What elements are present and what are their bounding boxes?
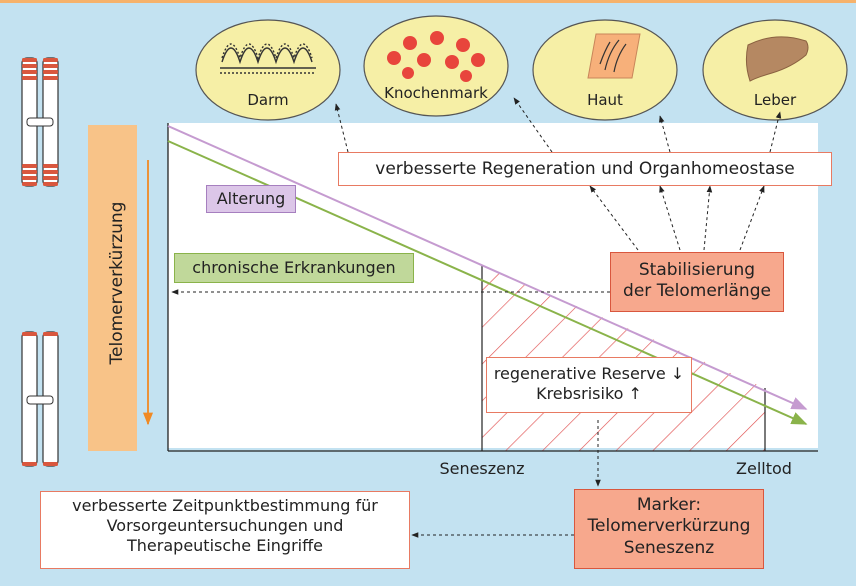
chronic-text: chronische Erkrankungen: [192, 258, 396, 277]
telomer-axis-bar: [88, 125, 137, 451]
marker-line-3: Seneszenz: [623, 537, 715, 558]
skin-hair-icon: [587, 33, 641, 79]
reserve-line-1: regenerative Reserve ↓: [493, 364, 685, 383]
chromosome-long-telomeres-icon: [21, 57, 59, 187]
reserve-box: regenerative Reserve ↓ Krebsrisiko ↑: [486, 357, 692, 413]
reserve-line-2: Krebsrisiko ↑: [536, 384, 642, 403]
seneszenz-label: Seneszenz: [439, 459, 524, 478]
liver-icon: [745, 36, 809, 82]
arrow-stab-to-regen-4: [739, 185, 765, 251]
bone-marrow-cells-icon: [387, 31, 485, 82]
stabilisierung-line-1: Stabilisierung: [638, 260, 756, 280]
alterung-label-box: Alterung: [206, 185, 296, 213]
darm-villi-icon: [220, 43, 316, 74]
zeitpunkt-line-1: verbesserte Zeitpunktbestimmung für: [72, 496, 378, 515]
marker-line-2: Telomerverkürzung: [587, 516, 751, 537]
organ-haut-label: Haut: [587, 91, 623, 109]
telomer-axis-label: Telomerverkürzung: [107, 202, 127, 366]
arrow-regen-to-darm: [334, 103, 349, 153]
arrow-regen-to-leber: [769, 111, 782, 153]
zeitpunkt-line-2: Vorsorgeuntersuchungen und: [106, 516, 344, 535]
regeneration-text: verbesserte Regeneration und Organhomeos…: [375, 159, 795, 179]
alterung-line: [167, 125, 808, 410]
organ-knochenmark-label: Knochenmark: [384, 84, 488, 102]
stabilisierung-line-2: der Telomerlänge: [623, 281, 771, 302]
stabilisierung-box: Stabilisierung der Telomerlänge: [610, 252, 784, 312]
organ-darm: Darm: [195, 19, 341, 121]
organ-leber-label: Leber: [754, 91, 797, 109]
organ-darm-label: Darm: [247, 91, 288, 109]
zeitpunkt-line-3: Therapeutische Eingriffe: [127, 536, 323, 555]
organ-haut: Haut: [532, 19, 678, 121]
arrow-stab-to-regen-2: [659, 185, 681, 251]
organ-knochenmark: Knochenmark: [363, 15, 509, 117]
chromosome-short-telomeres-icon: [21, 331, 59, 467]
arrow-regen-to-haut: [658, 115, 671, 153]
organ-leber: Leber: [702, 19, 848, 121]
zelltod-label: Zelltod: [736, 459, 792, 478]
arrow-stab-to-regen-1: [589, 185, 639, 251]
chronic-label-box: chronische Erkrankungen: [174, 253, 414, 283]
marker-box: Marker: Telomerverkürzung Seneszenz: [574, 489, 764, 569]
zeitpunkt-box: verbesserte Zeitpunktbestimmung für Vors…: [40, 491, 410, 569]
arrow-stab-to-regen-3: [703, 185, 713, 251]
marker-line-1: Marker:: [636, 495, 702, 515]
arrow-regen-to-knochenmark: [513, 97, 553, 153]
alterung-text: Alterung: [216, 189, 286, 208]
regeneration-box: verbesserte Regeneration und Organhomeos…: [338, 152, 832, 186]
